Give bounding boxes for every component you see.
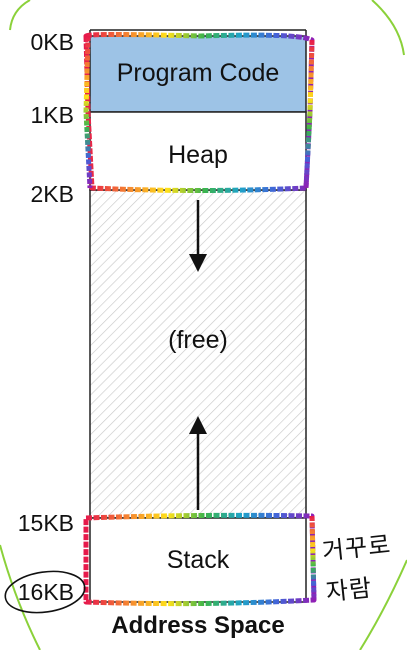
guide-curve-right — [371, 0, 405, 56]
highlight-code-heap — [83, 32, 315, 193]
program-code-label: Program Code — [116, 59, 280, 87]
address-15kb: 15KB — [17, 510, 74, 536]
heap-label: Heap — [168, 141, 228, 169]
free-label: (free) — [168, 326, 228, 354]
stack-segment — [89, 517, 307, 603]
circle-16kb-icon — [4, 570, 86, 614]
diagram-caption: Address Space — [111, 612, 285, 639]
handwritten-note-line2: 자람 — [324, 573, 374, 607]
highlight-stack — [83, 512, 317, 607]
heap-growth-arrow — [189, 200, 207, 272]
highlight-code-heap-right — [303, 39, 315, 189]
stack-label: Stack — [166, 546, 230, 574]
highlight-code-heap-left — [83, 35, 93, 189]
address-2kb: 2KB — [30, 181, 74, 207]
guide-curve-left — [9, 0, 31, 31]
address-1kb: 1KB — [30, 102, 74, 128]
heap-segment — [89, 111, 307, 191]
highlight-stack-right — [309, 515, 317, 601]
guide-curve-bottom-left — [0, 544, 41, 650]
address-0kb: 0KB — [30, 29, 74, 55]
address-16kb: 16KB — [17, 579, 74, 605]
guide-curve-bottom-right — [359, 559, 407, 650]
stack-growth-arrow — [189, 416, 207, 510]
